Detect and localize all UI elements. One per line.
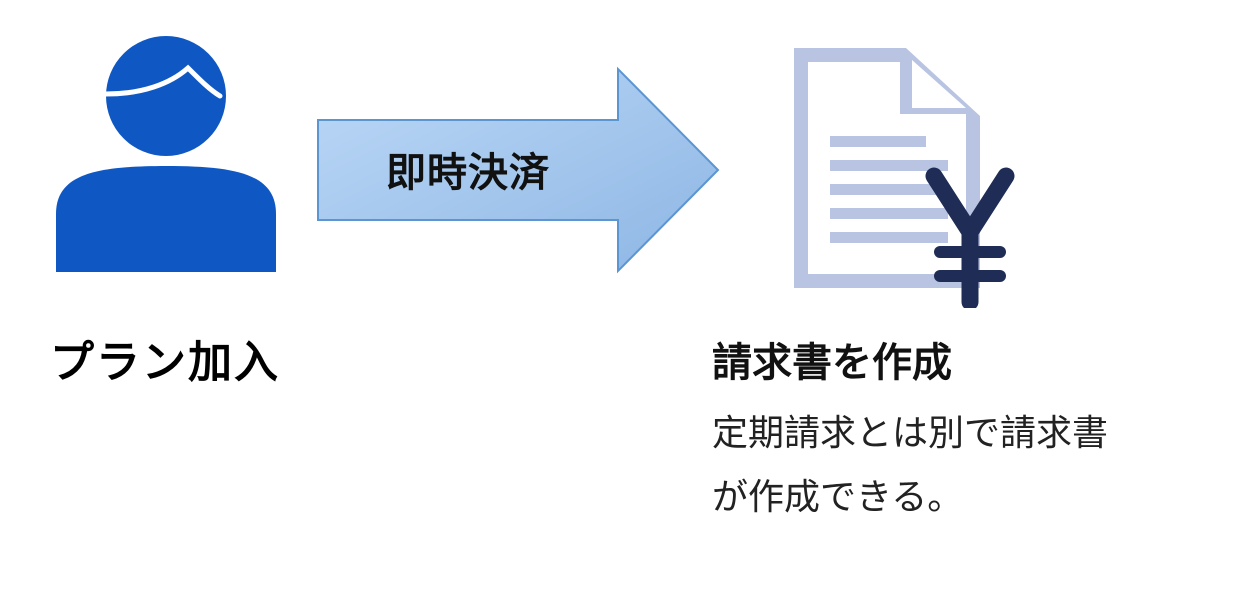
yen-icon [925, 167, 1015, 308]
step-left-label: プラン加入 [50, 337, 280, 388]
yen-invoice-document-icon [794, 48, 1015, 308]
arrow-label: 即時決済 [386, 150, 550, 196]
step-right-title: 請求書を作成 [712, 340, 952, 386]
description-line: が作成できる。 [712, 477, 964, 518]
person-icon [56, 36, 276, 272]
right-arrow-icon [317, 66, 720, 274]
description-line: 定期請求とは別で請求書 [712, 413, 1109, 454]
step-right-description: 定期請求とは別で請求書 が作成できる。 [712, 402, 1232, 530]
